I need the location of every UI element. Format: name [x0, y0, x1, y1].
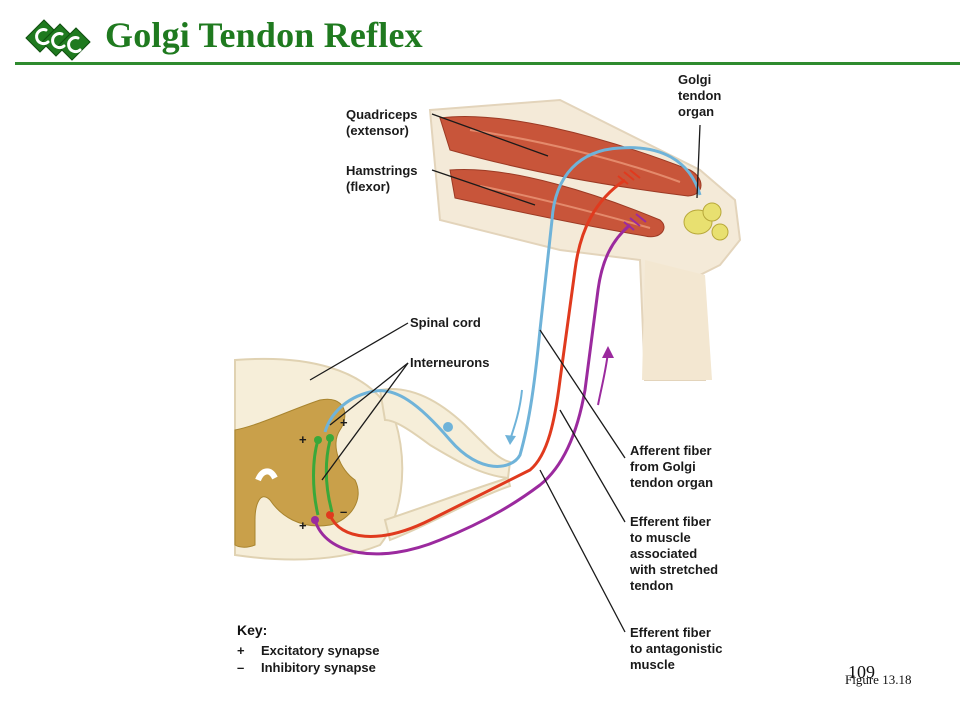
label-interneurons: Interneurons	[410, 355, 490, 370]
efferent-antagonistic-path	[313, 223, 631, 556]
key-inhibitory-symbol: –	[237, 660, 245, 675]
label-quadriceps: Quadriceps (extensor)	[346, 107, 418, 138]
label-efferent-stretched: Efferent fiber to muscle associated with…	[630, 514, 719, 593]
label-afferent-fiber: Afferent fiber from Golgi tendon organ	[630, 443, 714, 490]
synapse-minus-mark: –	[340, 504, 348, 519]
leader-lines	[309, 113, 701, 633]
title-divider	[15, 62, 960, 65]
ventral-root	[383, 476, 512, 542]
key-excitatory-symbol: +	[237, 643, 245, 658]
slide-header: Golgi Tendon Reflex	[0, 0, 960, 70]
synapse-plus-mark: +	[299, 432, 307, 447]
label-spinal-cord: Spinal cord	[410, 315, 481, 330]
synapse-plus-mark: +	[340, 415, 348, 430]
key-inhibitory-label: Inhibitory synapse	[261, 660, 376, 675]
lower-leg	[642, 260, 712, 380]
efferent-stretched-path	[328, 178, 626, 538]
slide-title: Golgi Tendon Reflex	[105, 15, 423, 55]
afferent-fiber-path	[323, 146, 702, 468]
key-excitatory-label: Excitatory synapse	[261, 643, 380, 658]
label-golgi-tendon-organ: Golgi tendon organ	[678, 72, 722, 119]
key-excitatory: + Excitatory synapse	[237, 643, 380, 658]
figure-reference: Figure 13.18	[845, 672, 912, 687]
interneuron-1	[312, 439, 320, 516]
label-efferent-antagonistic: Efferent fiber to antagonistic muscle	[630, 625, 723, 672]
slide-number: 109	[848, 662, 875, 682]
key-title: Key:	[237, 622, 268, 638]
interneuron-2	[324, 439, 334, 513]
afferent-arrow	[509, 389, 523, 441]
ccc-logo-icon	[25, 19, 91, 61]
synapse-plus-mark: +	[299, 518, 307, 533]
efferent-arrow	[597, 351, 609, 406]
label-hamstrings: Hamstrings (flexor)	[346, 163, 418, 194]
golgi-tendon-organ-shape	[683, 202, 729, 241]
key-inhibitory: – Inhibitory synapse	[237, 660, 376, 675]
